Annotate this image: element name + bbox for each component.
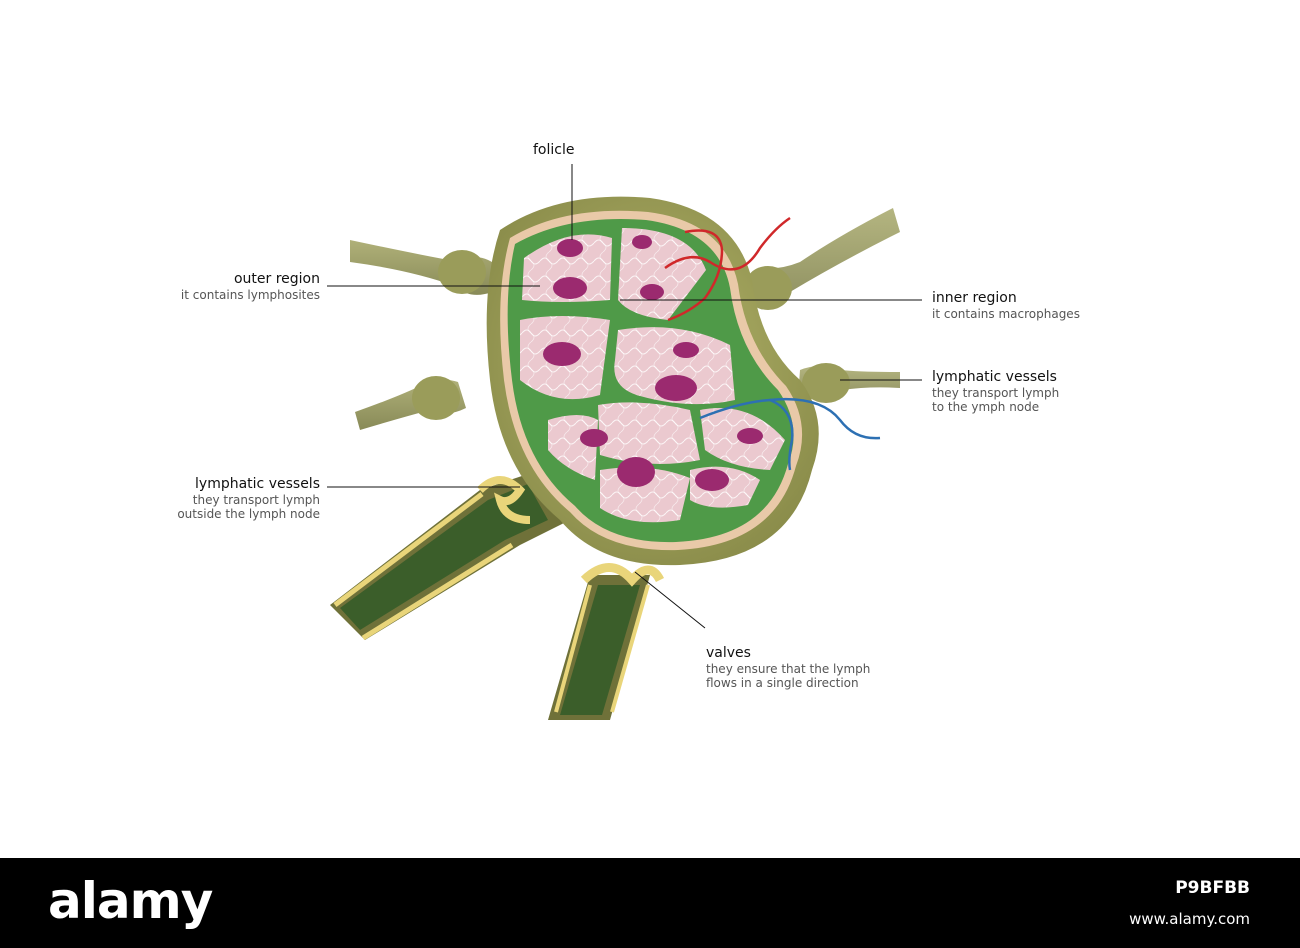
inner-region-label: inner region it contains macrophages: [932, 290, 1080, 321]
lymphatic-out-line1: they transport lymph: [192, 492, 320, 507]
follicles: [543, 235, 763, 491]
inner-region-subtitle: it contains macrophages: [932, 306, 1080, 321]
watermark-footer: alamy P9BFBB www.alamy.com: [0, 858, 1300, 948]
efferent-vessel-left: [330, 470, 570, 641]
efferent-vessel-bottom: [548, 563, 665, 720]
lymphatic-in-line1: they transport lymph: [932, 385, 1060, 400]
outer-region-subtitle: it contains lymphosites: [180, 287, 320, 302]
folicle-title: folicle: [533, 142, 575, 158]
blood-vessels: [664, 216, 881, 471]
alamy-logo: alamy: [48, 872, 213, 930]
valves-line2: flows in a single direction: [706, 676, 859, 691]
alamy-url: www.alamy.com: [1129, 910, 1250, 928]
valves-title: valves: [706, 645, 751, 661]
lymphatic-out-label: lymphatic vessels they transport lymph o…: [120, 476, 320, 522]
lymph-node-diagram: [327, 164, 922, 720]
lymphatic-in-label: lymphatic vessels they transport lymph t…: [932, 369, 1059, 415]
leader-lines: [327, 164, 922, 629]
lymphatic-in-line2: to the ymph node: [932, 400, 1040, 415]
image-code: P9BFBB: [1175, 878, 1250, 898]
valves-line1: they ensure that the lymph: [706, 661, 871, 676]
lymphatic-in-title: lymphatic vessels: [932, 369, 1057, 385]
folicle-label: folicle: [533, 142, 574, 159]
outer-region-title: outer region: [233, 271, 320, 287]
afferent-vessels: [350, 208, 900, 430]
lymphatic-out-line2: outside the lymph node: [177, 507, 320, 522]
lymphatic-out-title: lymphatic vessels: [195, 476, 320, 492]
inner-region-title: inner region: [932, 290, 1017, 306]
outer-region-label: outer region it contains lymphosites: [140, 271, 320, 302]
valves-label: valves they ensure that the lymph flows …: [706, 645, 870, 691]
